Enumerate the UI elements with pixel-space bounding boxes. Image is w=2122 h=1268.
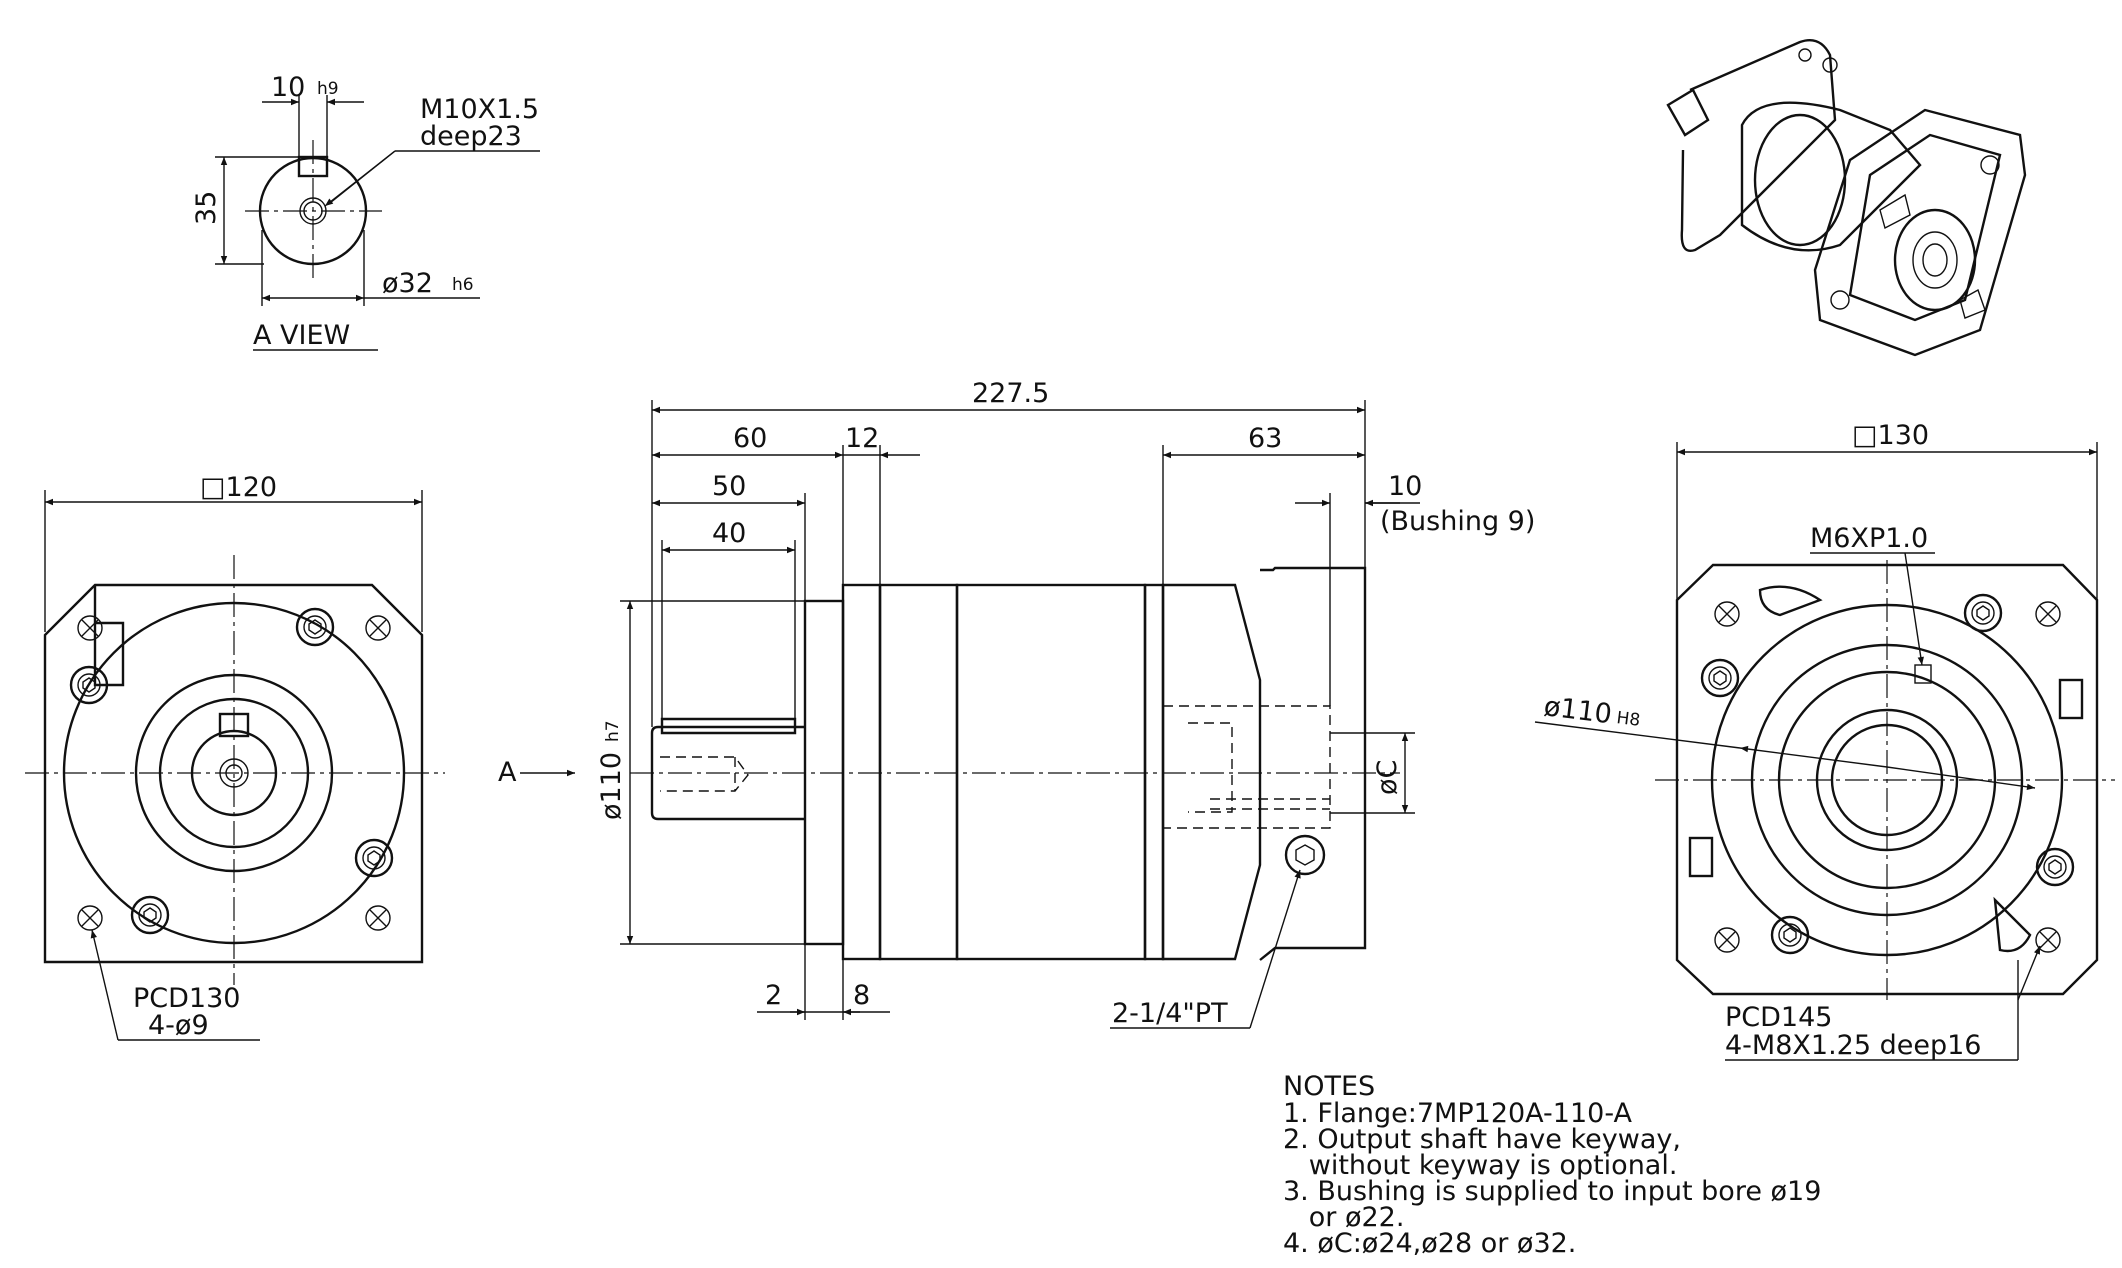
overall-length-label: 227.5 (972, 378, 1049, 409)
dim-40-label: 40 (712, 518, 746, 549)
mounting-hole (77, 905, 103, 931)
key-height-label: 35 (191, 191, 222, 225)
tapped-hole (2035, 927, 2061, 953)
mounting-hole (365, 615, 391, 641)
socket-bolt (1963, 593, 2003, 633)
a-view-title: A VIEW (253, 320, 350, 351)
shaft-dia-tolerance: h6 (452, 275, 474, 295)
notes-title: NOTES (1283, 1071, 1375, 1102)
dim-10-label: 10 (1388, 471, 1422, 502)
notes: NOTES 1. Flange:7MP120A-110-A 2. Output … (1283, 1071, 1821, 1259)
socket-bolt (295, 607, 335, 647)
output-face-size: □120 (200, 472, 277, 503)
output-face-pcd: PCD130 (133, 983, 240, 1014)
socket-bolt (354, 838, 394, 878)
socket-bolt (1770, 915, 1810, 955)
isometric-view (1666, 38, 2027, 357)
tapped-hole (1714, 927, 1740, 953)
input-face-view: □130 M6XP1.0 ø110 H8 PCD145 4-M8X1.25 de… (1534, 420, 2115, 1061)
tapped-hole (1714, 601, 1740, 627)
shaft-dia-label: ø32 (382, 268, 433, 299)
socket-bolt (130, 895, 170, 935)
dim-60-label: 60 (733, 423, 767, 454)
dim-8-label: 8 (853, 980, 870, 1011)
tapped-hole (2035, 601, 2061, 627)
plug-label: 2-1/4"PT (1112, 998, 1228, 1029)
a-view: 10 h9 M10X1.5 deep23 35 ø32 h6 A VIEW (191, 72, 540, 351)
note-line: 4. øC:ø24,ø28 or ø32. (1283, 1228, 1576, 1259)
key-width-tolerance: h9 (317, 79, 339, 99)
thread-depth-label: deep23 (420, 121, 522, 152)
thread-label: M10X1.5 (420, 94, 539, 125)
pilot-dia-label: ø110 (596, 752, 627, 820)
output-face-holes: 4-ø9 (148, 1010, 209, 1041)
note-line: 3. Bushing is supplied to input bore ø19 (1283, 1176, 1821, 1207)
note-line: without keyway is optional. (1283, 1150, 1677, 1181)
socket-bolt (2035, 847, 2075, 887)
input-face-pcd: PCD145 (1725, 1002, 1832, 1033)
dim-12-label: 12 (845, 423, 879, 454)
dim-2-label: 2 (765, 980, 782, 1011)
dim-63-label: 63 (1248, 423, 1282, 454)
side-view: A 227.5 60 12 50 40 63 (498, 378, 1535, 1029)
view-a-label: A (498, 757, 517, 788)
output-face-view: □120 PCD130 4-ø9 (25, 472, 445, 1041)
bore-label: øC (1372, 760, 1403, 795)
note-line: 2. Output shaft have keyway, (1283, 1124, 1681, 1155)
note-line: or ø22. (1283, 1202, 1404, 1233)
input-face-size: □130 (1852, 420, 1929, 451)
mounting-hole (77, 615, 103, 641)
input-face-holes: 4-M8X1.25 deep16 (1725, 1030, 1981, 1061)
note-line: 1. Flange:7MP120A-110-A (1283, 1098, 1632, 1129)
socket-bolt (69, 665, 109, 705)
dim-50-label: 50 (712, 471, 746, 502)
bushing-label: (Bushing 9) (1380, 506, 1535, 537)
pilot-dia-tolerance: h7 (603, 720, 623, 742)
mounting-hole (365, 905, 391, 931)
tap-label: M6XP1.0 (1810, 523, 1928, 554)
input-pilot-tolerance: H8 (1615, 708, 1641, 731)
key-width-label: 10 (271, 72, 305, 103)
socket-bolt (1700, 658, 1740, 698)
